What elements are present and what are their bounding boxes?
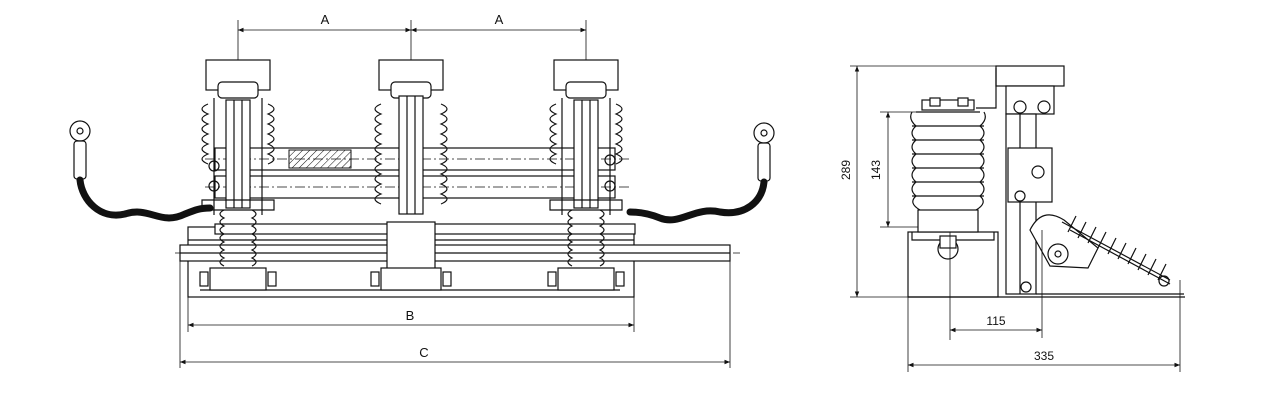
front-view: A A [69, 12, 775, 368]
pole-right [547, 59, 625, 291]
pole-middle [370, 59, 452, 291]
pole-left [199, 59, 277, 291]
dimension-289: 289 [839, 65, 996, 298]
dim-label-143: 143 [869, 160, 883, 180]
cable-left [69, 120, 214, 222]
dim-label-a-right: A [495, 12, 504, 27]
dim-label-289: 289 [839, 160, 853, 180]
side-mechanism [976, 65, 1065, 295]
dimension-b: B [187, 297, 635, 332]
dimension-a: A A [237, 12, 587, 62]
dim-label-335: 335 [1034, 349, 1054, 363]
dimension-c: C [179, 261, 731, 368]
dim-label-b: B [406, 308, 415, 323]
dim-label-c: C [419, 345, 428, 360]
side-earthing-arm [1029, 214, 1184, 295]
dim-label-a-left: A [321, 12, 330, 27]
side-view: 289 143 115 335 [839, 65, 1185, 372]
dimension-143: 143 [869, 111, 918, 228]
dimension-115: 115 [950, 230, 1043, 338]
side-insulator [910, 97, 986, 233]
cable-right [626, 122, 775, 224]
dimension-335: 335 [907, 280, 1181, 372]
dim-label-115: 115 [986, 314, 1005, 328]
